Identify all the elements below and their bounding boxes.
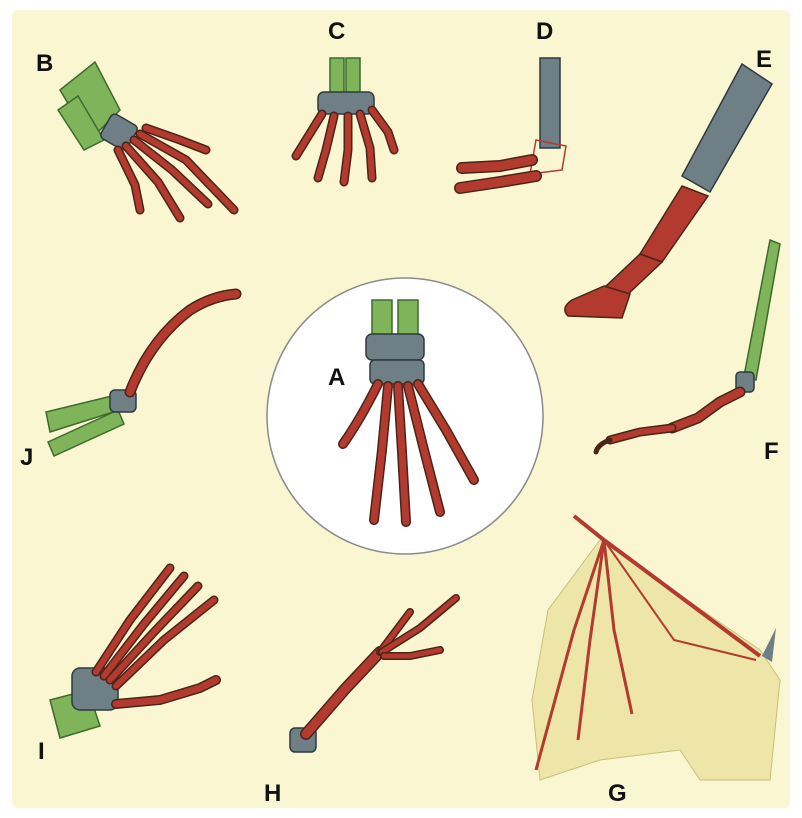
label-f: F	[764, 440, 779, 464]
limb-b	[58, 62, 234, 218]
label-d: D	[536, 20, 553, 44]
label-g: G	[608, 782, 627, 806]
label-j: J	[20, 446, 33, 470]
limb-j	[46, 294, 236, 456]
limb-h	[290, 598, 456, 752]
limb-i	[50, 568, 216, 738]
limb-d	[460, 58, 566, 188]
label-b: B	[36, 52, 53, 76]
label-e: E	[756, 48, 772, 72]
label-c: C	[328, 20, 345, 44]
limb-e	[565, 64, 772, 318]
limb-a-generalized	[267, 278, 543, 554]
label-h: H	[264, 782, 281, 806]
limb-g-wing	[532, 516, 780, 780]
limb-c	[296, 58, 394, 182]
label-i: I	[38, 740, 45, 764]
label-a: A	[328, 366, 345, 390]
